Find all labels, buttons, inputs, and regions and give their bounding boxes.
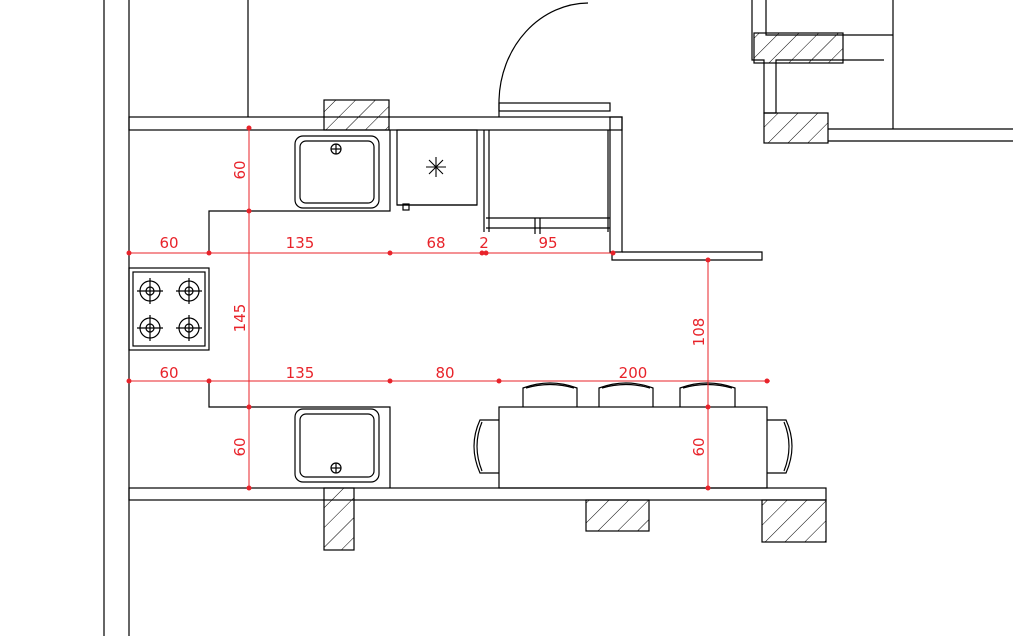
chair-icon [767, 419, 793, 474]
stove-icon [132, 271, 206, 347]
light-fixture-icon [426, 157, 446, 177]
columns [323, 32, 844, 551]
hatched-column-icon [761, 499, 827, 543]
burner [176, 315, 202, 341]
dim-label-left-60-lower: 60 [231, 437, 249, 456]
chair-icon [473, 419, 499, 474]
dining-table [498, 406, 768, 489]
chairs [473, 382, 793, 474]
burner [137, 278, 163, 304]
fridge-unit [483, 130, 610, 234]
chair-icon [679, 382, 736, 407]
sink-icon [294, 408, 380, 483]
hatched-column-icon [753, 32, 844, 64]
walls [103, 0, 1013, 636]
door-swing-icon [498, 2, 611, 117]
dim-label-right-60: 60 [690, 437, 708, 456]
dim-label-right-108: 108 [690, 318, 708, 347]
hatched-column-icon [585, 499, 650, 532]
hatched-column-icon [323, 487, 355, 551]
burner [176, 278, 202, 304]
dimension-labels: 60 135 68 2 95 60 135 80 200 60 145 60 1… [159, 160, 708, 456]
right-room-wall-inner [765, 0, 893, 36]
hatched-column-icon [323, 99, 390, 131]
dimension-lines [129, 128, 770, 490]
stove-cabinet [128, 267, 210, 351]
burner [137, 315, 163, 341]
dimension-ticks [126, 125, 770, 491]
dim-label-top-2: 2 [479, 234, 489, 252]
chair-icon [598, 382, 654, 407]
lower-counter-outline [208, 382, 391, 488]
counters [128, 129, 478, 488]
dishwasher-handle [402, 203, 410, 211]
dim-label-bottom-200: 200 [619, 364, 648, 382]
dim-label-top-68: 68 [426, 234, 445, 252]
dim-label-left-60-upper: 60 [231, 160, 249, 179]
hatched-column-icon [763, 112, 829, 144]
counter-return-wall [611, 251, 763, 261]
dim-label-bottom-135: 135 [286, 364, 315, 382]
upper-counter-outline [208, 130, 391, 252]
dim-label-top-135: 135 [286, 234, 315, 252]
dim-label-left-145: 145 [231, 304, 249, 333]
sink-icon [294, 135, 380, 209]
counter-end-wall [609, 116, 623, 253]
dim-label-top-95: 95 [538, 234, 557, 252]
dim-label-bottom-80: 80 [435, 364, 454, 382]
chair-icon [522, 382, 578, 407]
bottom-wall [128, 487, 827, 501]
dim-label-top-60: 60 [159, 234, 178, 252]
dim-label-bottom-60: 60 [159, 364, 178, 382]
